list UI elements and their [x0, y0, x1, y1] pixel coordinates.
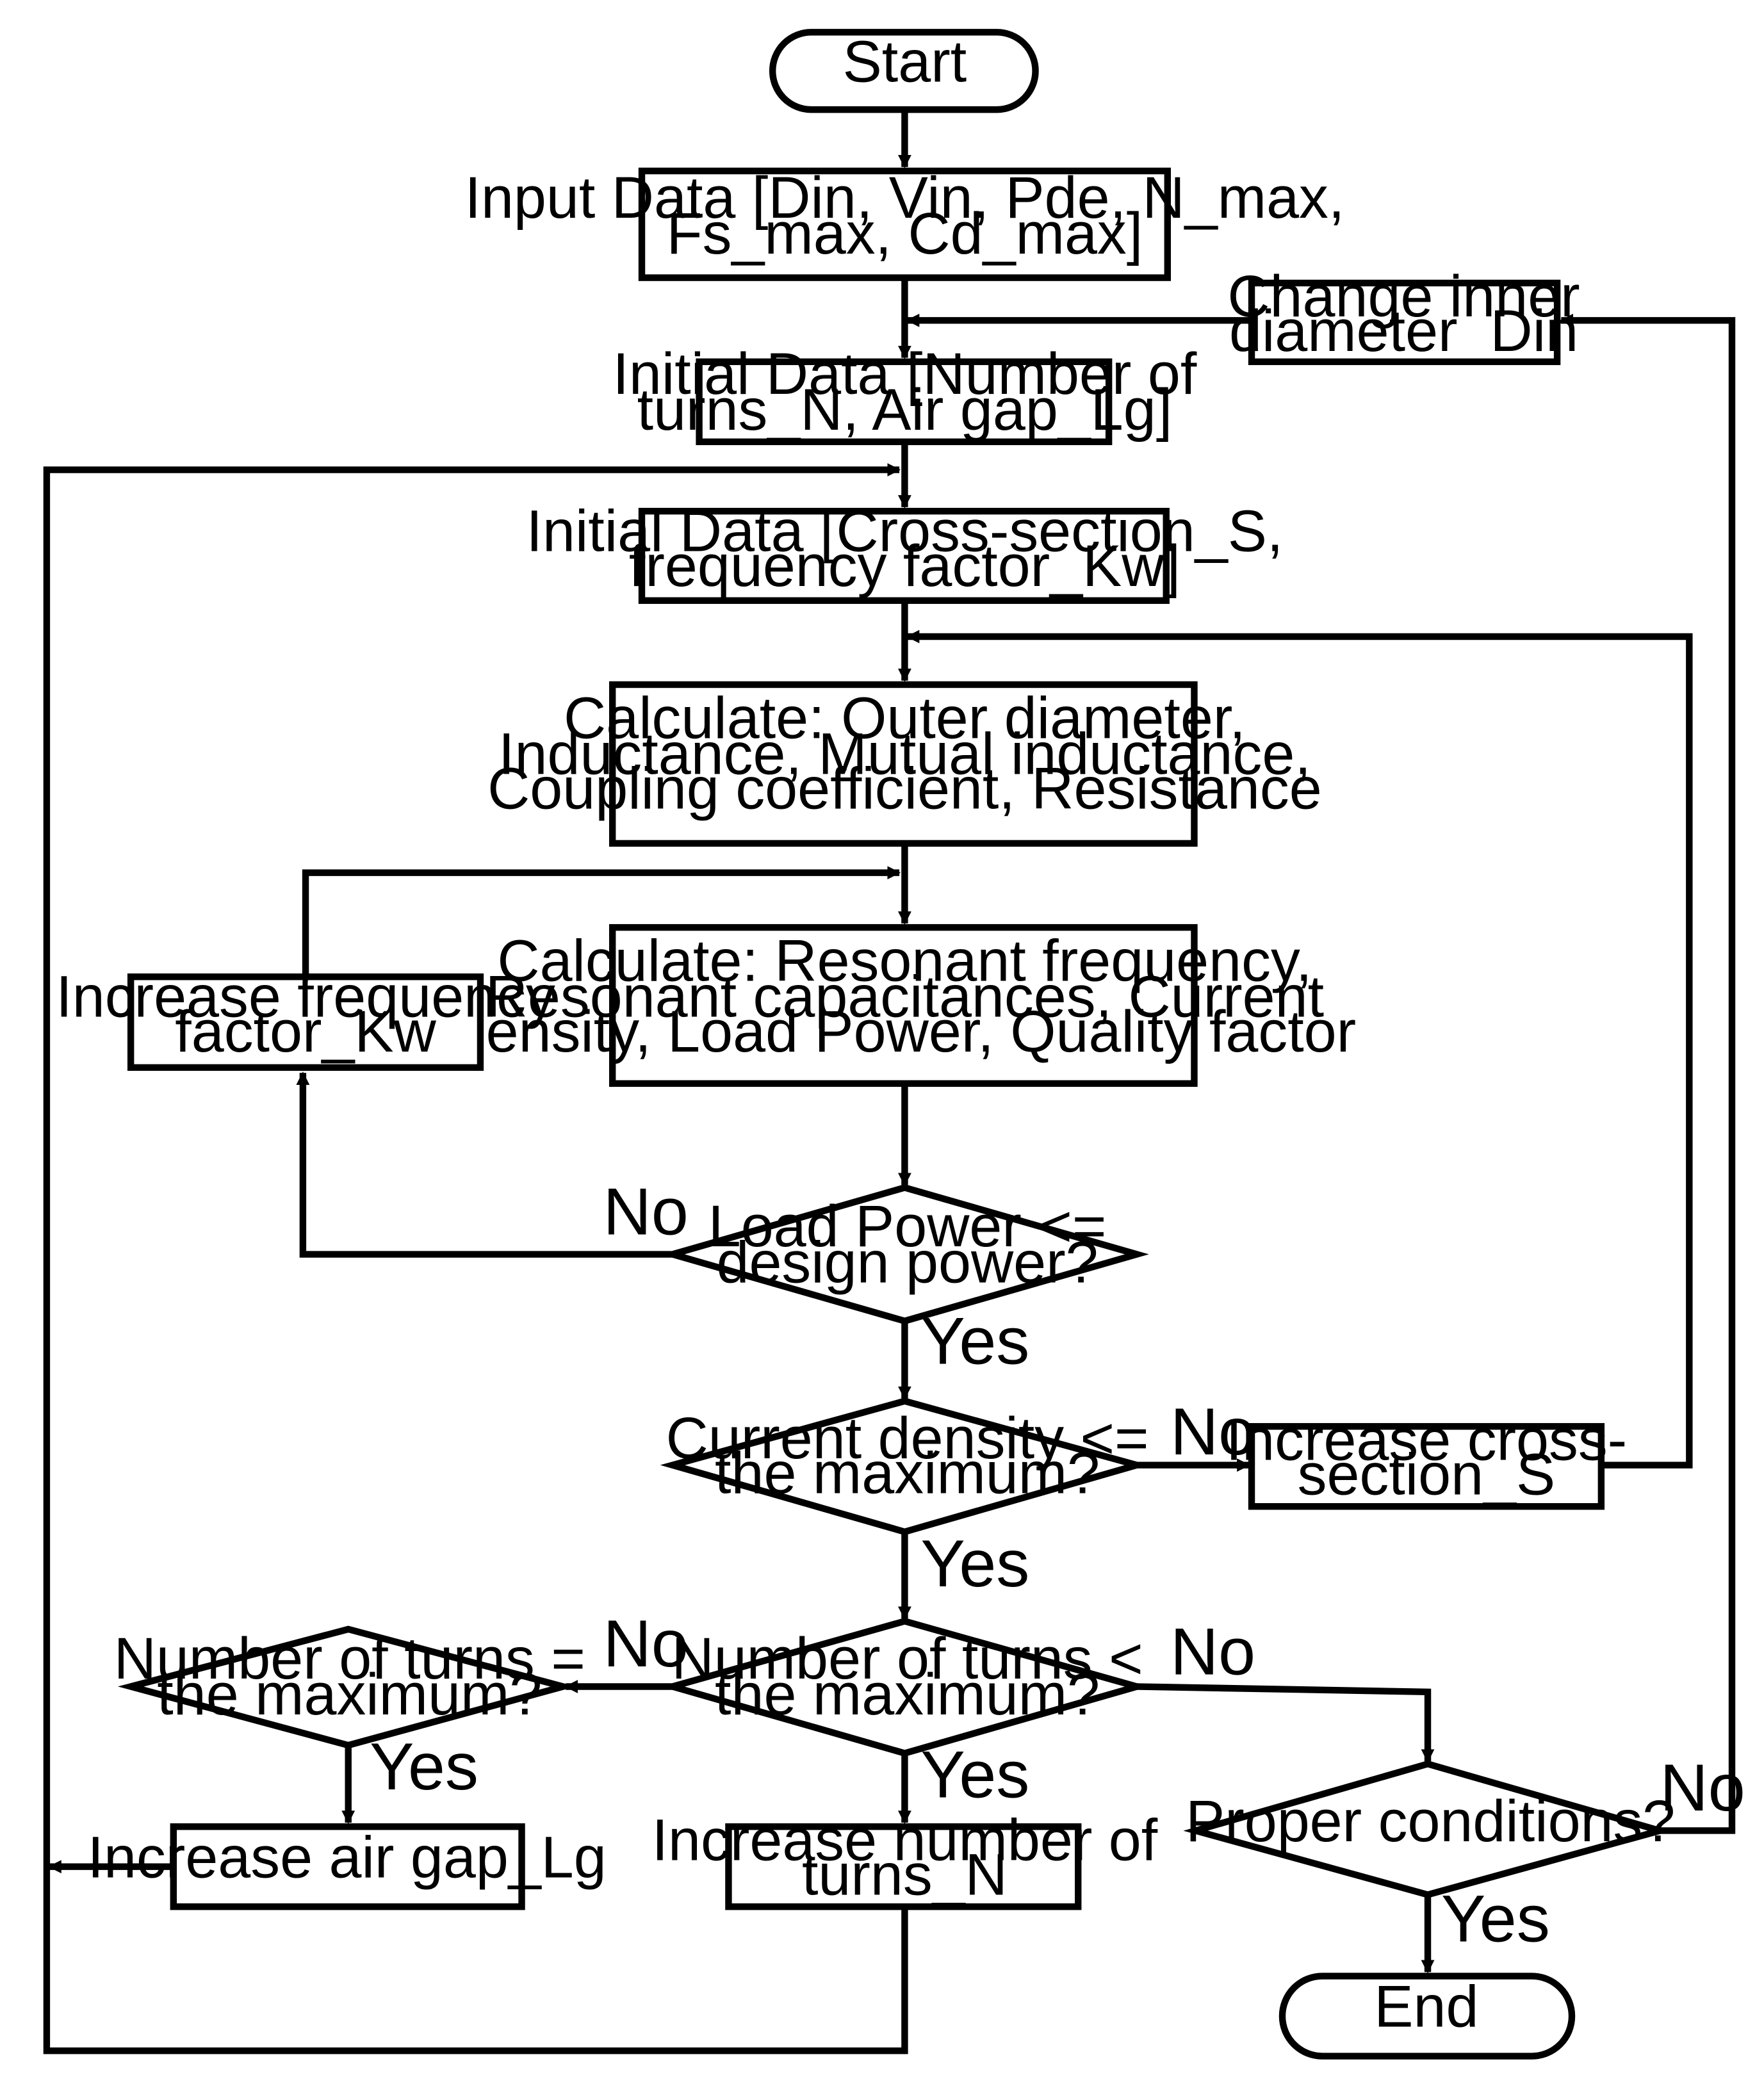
change-diameter-box: Change inner diameter_Din: [1227, 264, 1580, 366]
initial-data-turns-line-2: turns_N, Air gap_Lg]: [637, 377, 1173, 443]
turns-equal-line-2: the maximum?: [157, 1662, 542, 1727]
increase-frequency-line-1: Increase frequency: [56, 964, 555, 1030]
no-label-proper-conditions: No: [1660, 1751, 1745, 1825]
calculate-resonance-line-3: density, Load Power, Quality factor: [453, 999, 1357, 1064]
yes-label-load-power: Yes: [920, 1304, 1029, 1378]
load-power-line-2: design power?: [716, 1230, 1098, 1295]
yes-label-current-density: Yes: [920, 1527, 1029, 1601]
turns-less-decision: Number of turns < the maximum?: [660, 1617, 1149, 1757]
yes-label-turns-equal: Yes: [370, 1730, 478, 1804]
calculate-geometry-box: Calculate: Outer diameter, Inductance, M…: [487, 681, 1322, 847]
end-label: End: [1374, 1974, 1478, 2040]
current-density-line-1: Current density <=: [666, 1406, 1149, 1471]
yes-label-turns-less: Yes: [920, 1737, 1029, 1812]
increase-cross-section-box: Increase cross- section_S: [1226, 1407, 1628, 1510]
initial-data-cross-section-box: Initial Data [Cross-section_S, frequency…: [527, 499, 1284, 604]
calculate-geometry-line-2: Inductance, Mutual inductance,: [498, 722, 1311, 787]
increase-air-gap-label: Increase air gap_Lg: [88, 1825, 607, 1890]
increase-frequency-box: Increase frequency factor_Kw: [56, 964, 555, 1071]
calculate-resonance-line-1: Calculate: Resonant frequency,: [497, 928, 1312, 993]
increase-cross-section-line-1: Increase cross-: [1226, 1407, 1628, 1472]
calculate-resonance-line-2: Resonant capacitances, Current: [486, 964, 1324, 1030]
increase-turns-box: Increase number of turns_N: [652, 1807, 1158, 1910]
no-label-turns-less: No: [603, 1607, 689, 1681]
increase-frequency-line-2: factor_Kw: [175, 999, 436, 1064]
load-power-decision: Load Power <= design power?: [660, 1184, 1149, 1325]
initial-data-turns-line-1: Initial Data [Number of: [612, 341, 1196, 407]
input-data-line-2: Fs_max, Cd_max]: [667, 201, 1143, 266]
initial-data-turns-box: Initial Data [Number of turns_N, Air gap…: [612, 341, 1197, 446]
input-data-box: Input Data [Din, Vin, Pde, N_max, Fs_max…: [464, 165, 1344, 281]
current-density-line-2: the maximum?: [715, 1440, 1100, 1506]
current-density-decision: Current density <= the maximum?: [660, 1397, 1150, 1536]
input-data-line-1: Input Data [Din, Vin, Pde, N_max,: [464, 165, 1344, 231]
start-terminal: Start: [769, 29, 1039, 113]
change-diameter-line-2: diameter_Din: [1229, 298, 1578, 364]
branch-labels: No Yes No Yes No No Yes Yes No Yes: [370, 1175, 1745, 1956]
calculate-geometry-line-1: Calculate: Outer diameter,: [564, 685, 1246, 751]
turns-equal-line-1: Number of turns =: [114, 1626, 585, 1691]
change-diameter-line-1: Change inner: [1227, 264, 1580, 329]
load-power-line-1: Load Power <=: [708, 1194, 1107, 1259]
increase-turns-line-1: Increase number of: [652, 1807, 1158, 1873]
calculate-geometry-line-3: Coupling coefficient, Resistance: [487, 756, 1322, 822]
proper-conditions-decision: Proper conditions?: [1183, 1760, 1675, 1898]
proper-conditions-label: Proper conditions?: [1186, 1789, 1675, 1854]
end-terminal: End: [1278, 1973, 1576, 2060]
increase-air-gap-box: Increase air gap_Lg: [88, 1823, 607, 1910]
start-label: Start: [843, 29, 967, 94]
no-label-load-power: No: [603, 1175, 689, 1249]
no-label-turns-less-right: No: [1170, 1615, 1255, 1689]
no-label-current-density: No: [1170, 1395, 1255, 1469]
increase-cross-section-line-2: section_S: [1298, 1442, 1556, 1507]
increase-turns-line-2: turns_N: [802, 1842, 1008, 1907]
initial-data-cross-section-line-1: Initial Data [Cross-section_S,: [527, 499, 1284, 564]
connectors: [43, 110, 1736, 2055]
yes-label-proper-conditions: Yes: [1441, 1882, 1550, 1956]
calculate-resonance-box: Calculate: Resonant frequency, Resonant …: [453, 924, 1357, 1087]
turns-less-line-2: the maximum?: [715, 1662, 1100, 1727]
turns-equal-decision: Number of turns = the maximum?: [114, 1625, 585, 1749]
turns-less-line-1: Number of turns <: [672, 1626, 1143, 1691]
initial-data-cross-section-line-2: frequency factor_Kw]: [629, 533, 1180, 599]
